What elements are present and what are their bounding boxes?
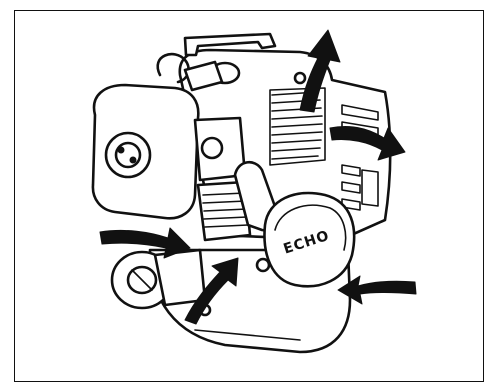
recoil-starter: ECHO bbox=[264, 193, 354, 286]
air-cleaner bbox=[93, 85, 198, 218]
bolt bbox=[295, 73, 305, 83]
flywheel-cover bbox=[112, 250, 205, 308]
bolt bbox=[257, 259, 269, 271]
